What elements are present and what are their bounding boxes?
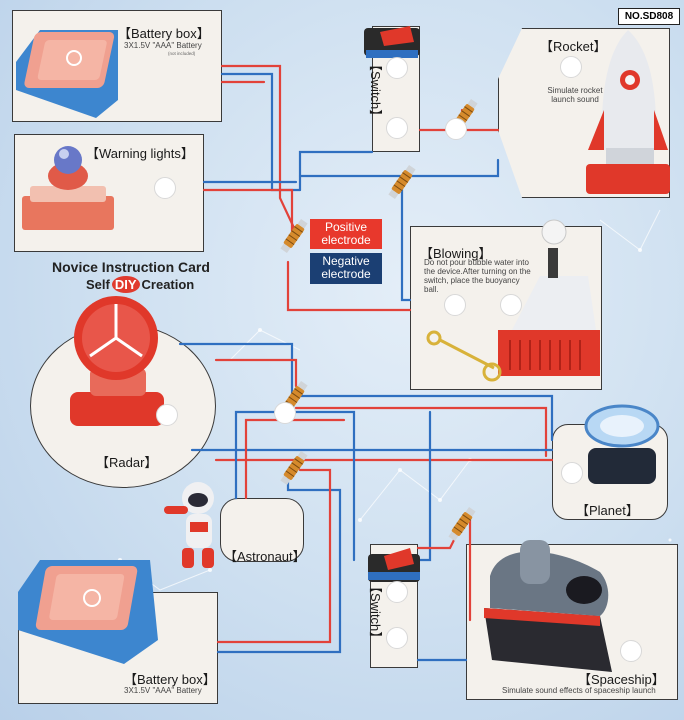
mount-hole (154, 177, 176, 199)
diy-badge: DIY (111, 276, 140, 293)
mount-hole (561, 462, 583, 484)
warning-lights-label: 【Warning lights】 (86, 146, 194, 161)
mount-hole (620, 640, 642, 662)
switch-icon (364, 26, 420, 58)
bubble-wand-icon (426, 330, 502, 382)
planet-label: 【Planet】 (576, 503, 639, 518)
battery-box-top-spec: 3X1.5V "AAA" Battery (124, 41, 202, 50)
spring-connector-icon (388, 164, 416, 200)
positive-electrode-legend: Positive electrode (310, 219, 382, 249)
battery-box-icon (16, 30, 118, 118)
spring-connectors (280, 98, 478, 542)
battery-box-bottom-spec: 3X1.5V "AAA" Battery (124, 686, 202, 695)
mount-hole (560, 56, 582, 78)
spring-connector-icon (280, 218, 308, 254)
subtitle-self: Self (86, 277, 110, 292)
astronaut-label: 【Astronaut】 (224, 549, 306, 564)
negative-electrode-legend: Negative electrode (310, 253, 382, 284)
mount-hole (500, 294, 522, 316)
mount-hole (445, 118, 467, 140)
switch-icon (368, 548, 420, 582)
mount-hole (386, 57, 408, 79)
radar-icon (70, 296, 164, 426)
mount-hole (274, 402, 296, 424)
rocket-label: 【Rocket】 (540, 39, 607, 54)
rocket-description: Simulate rocket launch sound (547, 86, 603, 104)
battery-box-bottom-label: 【Battery box】 (124, 672, 216, 687)
mount-hole (386, 627, 408, 649)
spaceship-description: Simulate sound effects of spaceship laun… (502, 686, 656, 695)
bubble-blower-icon (498, 219, 600, 376)
blowing-description: Do not pour bubble water into the device… (424, 258, 531, 294)
astronaut-icon (164, 482, 214, 568)
mount-hole (386, 581, 408, 603)
astronaut-panel (220, 498, 304, 562)
planet-icon (584, 404, 660, 484)
spring-connector-icon (448, 506, 476, 542)
mount-hole (156, 404, 178, 426)
subtitle-creation: Creation (141, 277, 195, 292)
card-title: Novice Instruction Card (52, 259, 210, 275)
model-number: NO.SD808 (618, 8, 680, 25)
warning-light-icon (22, 146, 114, 230)
mount-hole (444, 294, 466, 316)
spring-connector-icon (280, 450, 308, 486)
battery-box-icon (18, 560, 158, 664)
switch-top-label: 【Switch】 (368, 58, 383, 123)
rocket-icon (586, 30, 670, 194)
battery-box-top-label: 【Battery box】 (118, 26, 210, 41)
radar-label: 【Radar】 (96, 455, 158, 470)
mount-hole (386, 117, 408, 139)
spaceship-label: 【Spaceship】 (578, 672, 665, 687)
blowing-label: 【Blowing】 (420, 246, 492, 261)
spaceship-icon (484, 540, 612, 672)
battery-box-top-note: (not included) (168, 51, 196, 56)
switch-bottom-label: 【Switch】 (368, 580, 383, 645)
